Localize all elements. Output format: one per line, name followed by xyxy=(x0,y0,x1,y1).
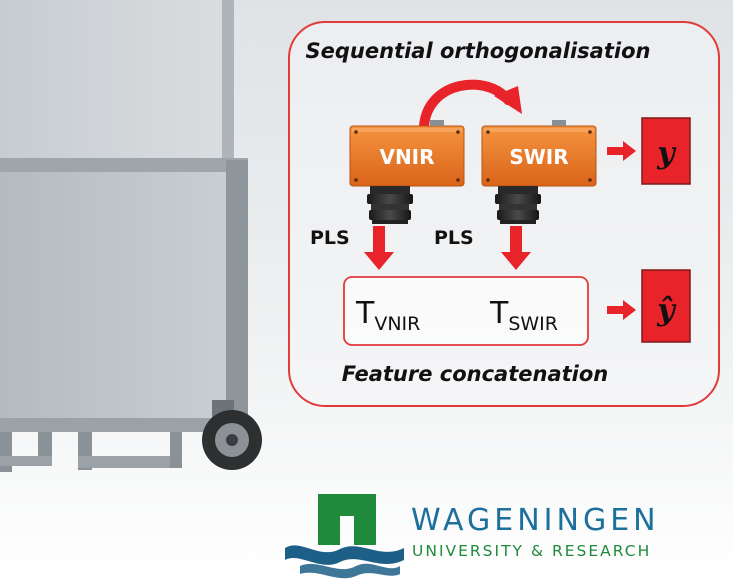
y-hat-output-label: ŷ xyxy=(656,293,677,328)
vnir-camera-label: VNIR xyxy=(379,145,434,169)
logo-mark-icon xyxy=(285,494,404,579)
vnir-camera: VNIR xyxy=(349,120,465,224)
wheel-icon xyxy=(202,400,262,470)
swir-camera: SWIR xyxy=(481,120,597,224)
arrow-down-right-icon xyxy=(501,226,531,270)
wageningen-logo: WAGENINGEN UNIVERSITY & RESEARCH xyxy=(285,494,660,579)
feature-concatenation-label: Feature concatenation xyxy=(342,362,609,386)
arrow-down-left-icon xyxy=(364,226,394,270)
y-output-box xyxy=(641,117,691,185)
curved-arrow-icon xyxy=(419,79,522,131)
logo-name: WAGENINGEN xyxy=(411,503,660,538)
arrow-right-icon xyxy=(607,300,636,320)
y-hat-output-box xyxy=(641,269,691,343)
sequential-orthogonalisation-label: Sequential orthogonalisation xyxy=(306,39,651,63)
y-output-label: y xyxy=(656,136,677,171)
logo-subtitle: UNIVERSITY & RESEARCH xyxy=(412,542,651,560)
features-box xyxy=(343,276,589,346)
arrow-right-icon xyxy=(607,141,636,161)
t-swir-feature: TSWIR xyxy=(489,296,558,335)
pls-left-label: PLS xyxy=(310,227,350,249)
t-vnir-feature: TVNIR xyxy=(355,296,420,335)
swir-camera-label: SWIR xyxy=(509,145,568,169)
machine-cabinet xyxy=(0,0,250,472)
pls-right-label: PLS xyxy=(434,227,474,249)
